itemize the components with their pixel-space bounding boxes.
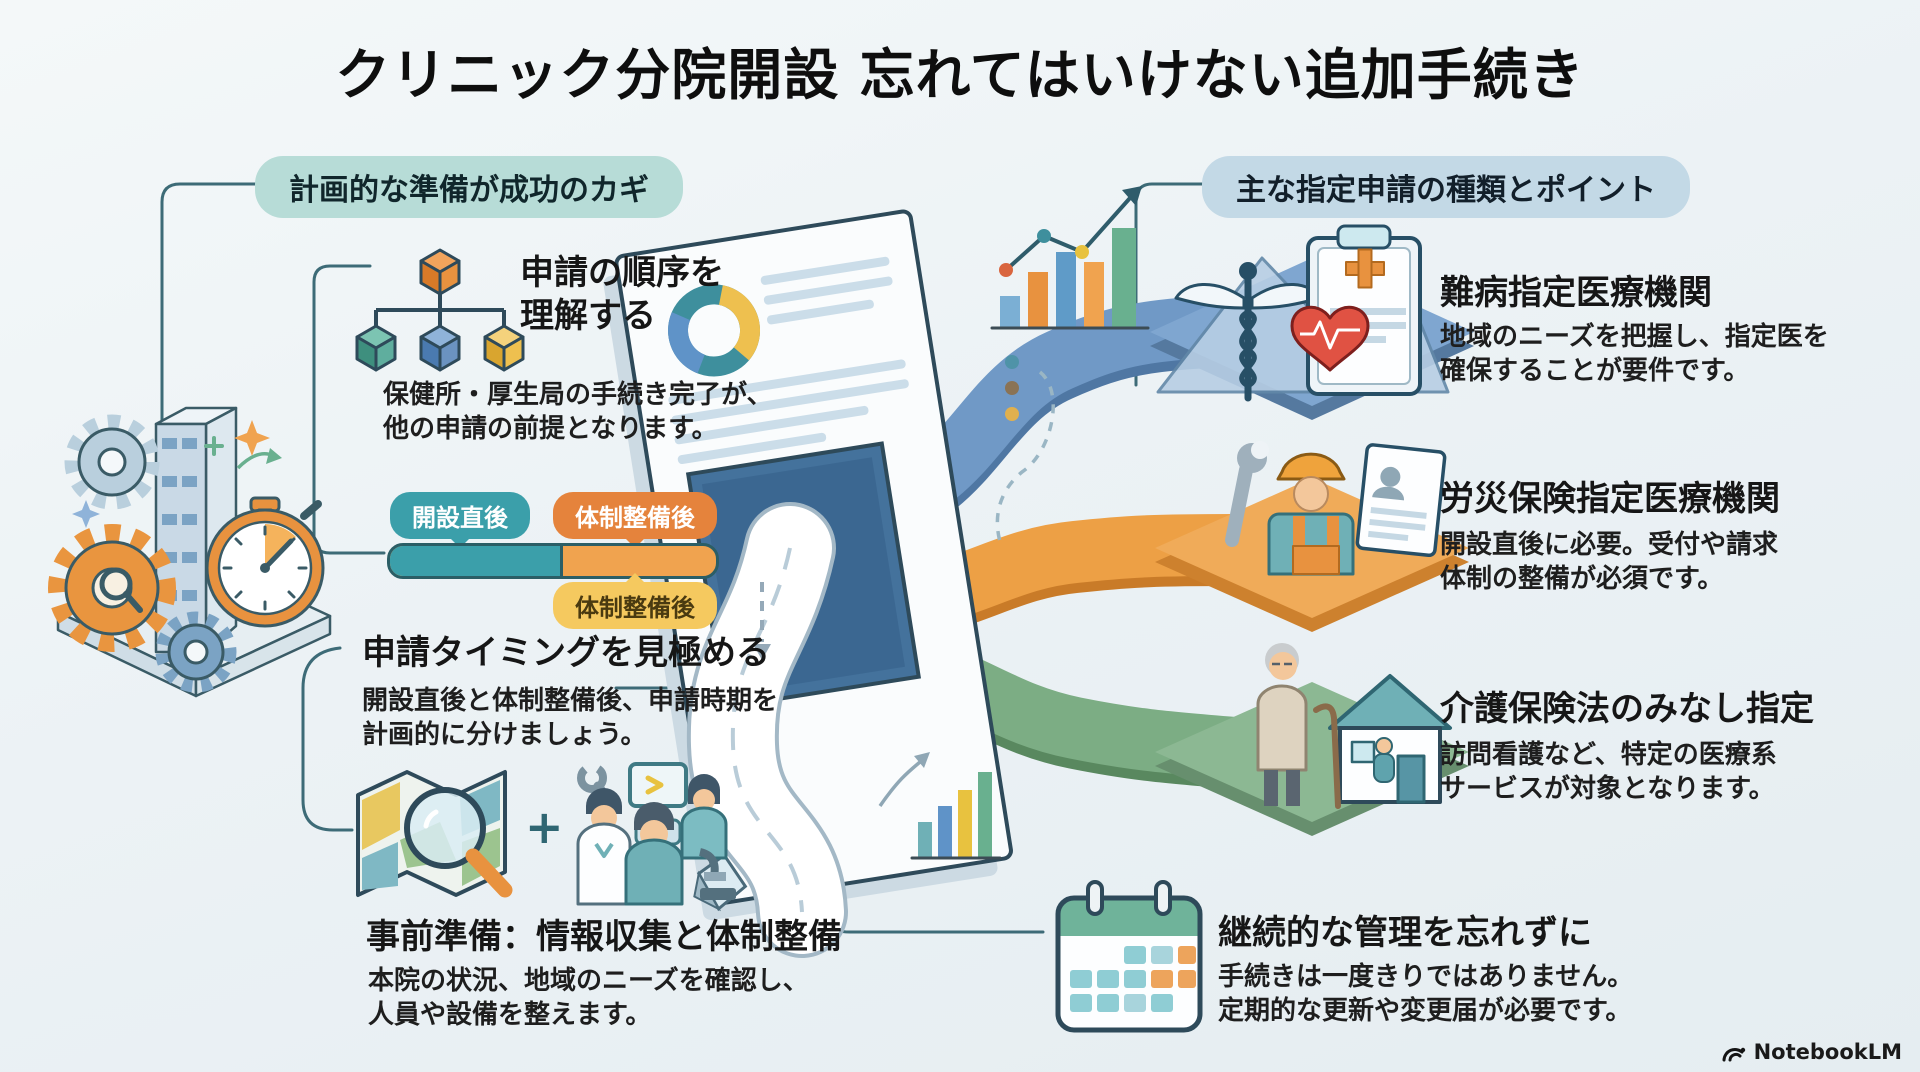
hierarchy-cubes-icon bbox=[355, 248, 525, 372]
worker-wrench-icon bbox=[1225, 441, 1447, 576]
caduceus-clipboard-icon bbox=[1156, 224, 1450, 402]
step1-heading: 申請の順序を 理解する bbox=[520, 253, 724, 336]
right-item1-heading: 難病指定医療機関 bbox=[1440, 273, 1712, 313]
notebooklm-logo-icon bbox=[1722, 1047, 1745, 1062]
staff-team-icon bbox=[576, 762, 736, 906]
mini-bar-chart-icon bbox=[878, 752, 1002, 860]
elderly-care-house-icon bbox=[1256, 643, 1452, 809]
stopwatch-icon bbox=[205, 496, 325, 628]
timeline-pill-start: 開設直後 bbox=[390, 492, 530, 548]
footer-note-description: 手続きは一度きりではありません。 定期的な更新や変更届が必要です。 bbox=[1218, 962, 1634, 1027]
timeline-bar bbox=[387, 543, 719, 579]
timeline-pill-after: 体制整備後 bbox=[553, 492, 717, 548]
plus-sign: + bbox=[525, 800, 564, 854]
right-item3-description: 訪問看護など、特定の医療系 サービスが対象となります。 bbox=[1440, 740, 1777, 805]
footer-note-heading: 継続的な管理を忘れずに bbox=[1218, 913, 1592, 953]
timeline-bar-segment-start bbox=[390, 546, 563, 576]
left-section-badge: 計画的な準備が成功のカギ bbox=[255, 156, 683, 218]
right-item1-description: 地域のニーズを把握し、指定医を 確保することが要件です。 bbox=[1440, 322, 1829, 387]
step2-heading: 申請タイミングを見極める bbox=[362, 633, 770, 673]
step3-description: 本院の状況、地域のニーズを確認し、 人員や設備を整えます。 bbox=[368, 966, 809, 1031]
map-magnifier-icon bbox=[356, 770, 513, 898]
timeline-pill-after-below: 体制整備後 bbox=[553, 573, 717, 629]
right-item2-heading: 労災保険指定医療機関 bbox=[1440, 479, 1780, 519]
step2-description: 開設直後と体制整備後、申請時期を 計画的に分けましょう。 bbox=[362, 686, 779, 751]
growth-chart-icon bbox=[990, 186, 1150, 330]
dotted-path-decoration bbox=[995, 355, 1055, 549]
document-road-illustration bbox=[603, 209, 1013, 958]
page-title: クリニック分院開設 忘れてはいけない追加手続き bbox=[335, 43, 1585, 107]
right-item2-description: 開設直後に必要。受付や請求 体制の整備が必須です。 bbox=[1440, 530, 1779, 595]
calendar-icon bbox=[1055, 880, 1203, 1033]
step3-heading: 事前準備：情報収集と体制整備 bbox=[366, 917, 842, 957]
brand-mark: NotebookLM bbox=[1721, 1040, 1902, 1064]
building-gears-stopwatch-icon bbox=[48, 406, 332, 698]
right-section-badge: 主な指定申請の種類とポイント bbox=[1202, 156, 1690, 218]
right-item3-heading: 介護保険法のみなし指定 bbox=[1440, 689, 1814, 729]
brand-label: NotebookLM bbox=[1753, 1040, 1902, 1064]
step1-description: 保健所・厚生局の手続き完了が、 他の申請の前提となります。 bbox=[383, 380, 773, 445]
